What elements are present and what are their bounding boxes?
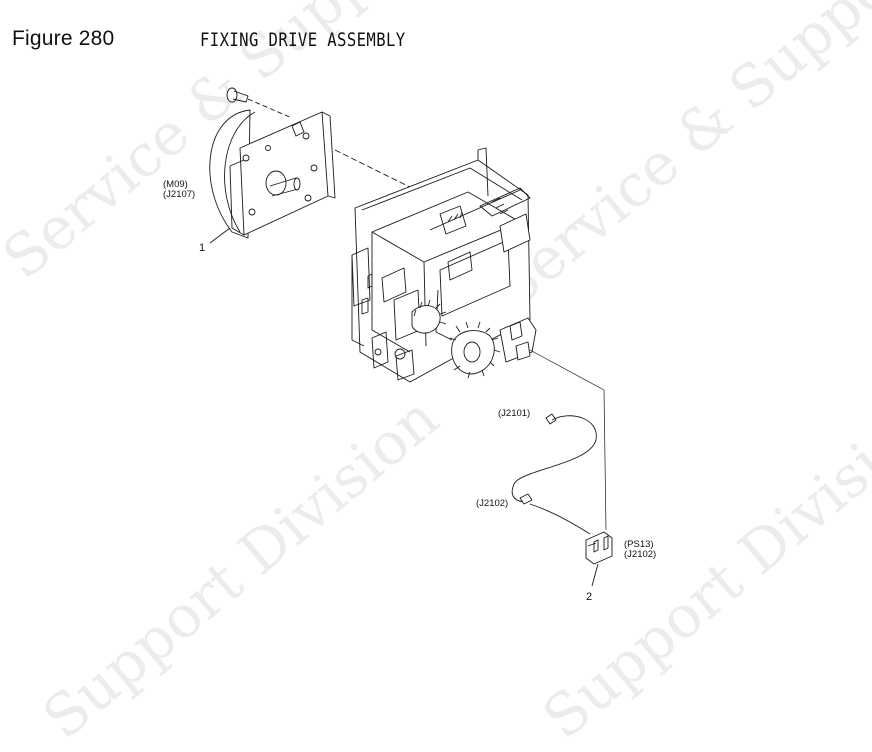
- fixing-drive-frame-drawing: [351, 147, 607, 531]
- figure-number: Figure 280: [12, 27, 115, 50]
- motor-callout-j2107: (J2107): [163, 189, 196, 200]
- screw-drawing: [226, 87, 293, 119]
- motor-drawing: [209, 109, 421, 244]
- figure-title: FIXING DRIVE ASSEMBLY: [200, 29, 406, 51]
- sensor-callout-ps13: (PS13): [624, 539, 654, 550]
- motor-callouts: (M09) (J2107): [163, 180, 195, 200]
- motor-callout-m09: (M09): [163, 179, 188, 190]
- part-index-1: 1: [199, 242, 206, 254]
- connector-j2101-label: (J2101): [498, 408, 531, 419]
- sensor-callouts: (PS13) (J2102): [624, 540, 656, 560]
- assembly-illustration: [209, 87, 613, 587]
- connector-j2102-label: (J2102): [476, 498, 509, 509]
- part-index-2: 2: [586, 591, 593, 603]
- sensor-callout-j2102: (J2102): [624, 549, 657, 560]
- wire-harness-drawing: [511, 413, 597, 535]
- photo-interrupter-drawing: [585, 531, 613, 587]
